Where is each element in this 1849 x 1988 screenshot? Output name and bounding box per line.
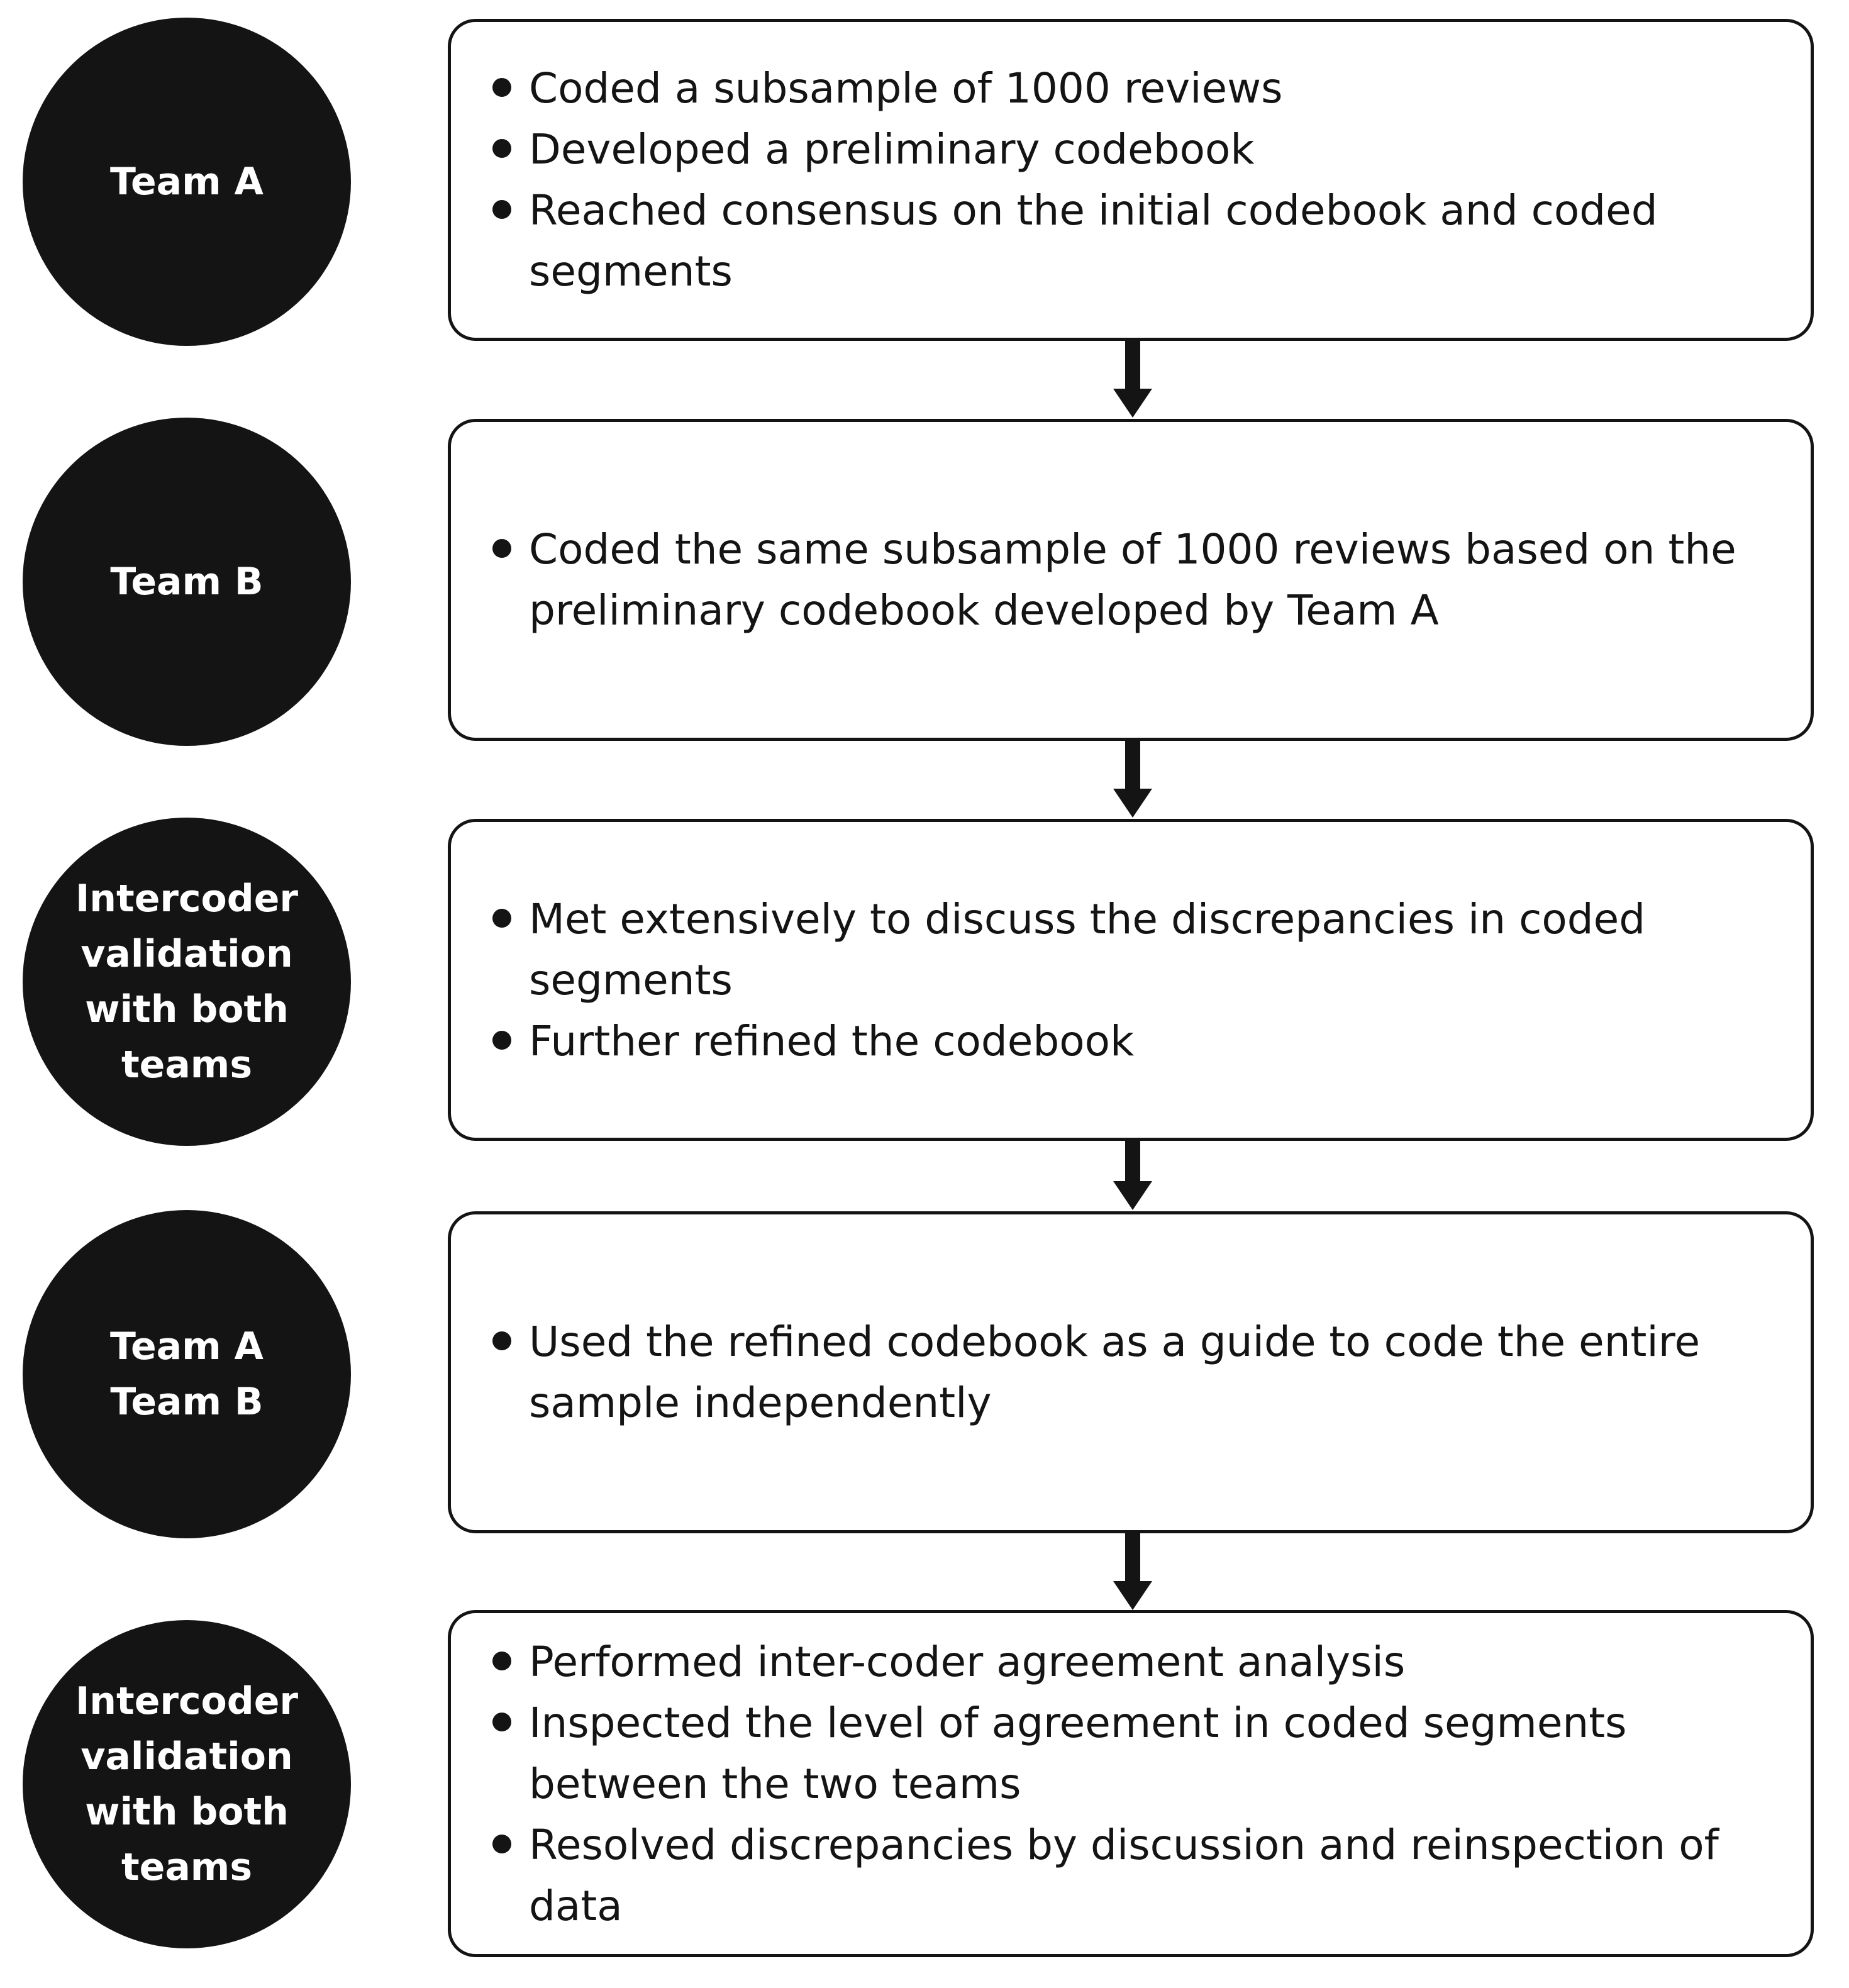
bullet-dot-icon: [492, 1651, 511, 1670]
step-4-team-label-line: Team B: [110, 1380, 264, 1424]
step-3-team-label-line: with both: [85, 987, 289, 1031]
down-arrow-icon: [1113, 1141, 1152, 1210]
step-5-bullet-text: Performed inter-coder agreement analysis: [529, 1637, 1406, 1686]
step-1-bullet: Reached consensus on the initial codeboo…: [492, 180, 1785, 302]
step-3-team-label-line: teams: [121, 1043, 253, 1087]
step-2-bullet: Coded the same subsample of 1000 reviews…: [492, 519, 1785, 641]
down-arrow-icon: [1113, 741, 1152, 818]
step-3-bullet: Met extensively to discuss the discrepan…: [492, 889, 1785, 1011]
step-2-description-box: Coded the same subsample of 1000 reviews…: [448, 419, 1814, 741]
bullet-dot-icon: [492, 1331, 511, 1350]
step-1-bullet: Coded a subsample of 1000 reviews: [492, 58, 1785, 119]
step-1-bullet: Developed a preliminary codebook: [492, 119, 1785, 180]
step-4-bullet-text: Used the refined codebook as a guide to …: [529, 1318, 1701, 1427]
step-5-team-circle: Intercoder validation with both teams: [23, 1620, 351, 1948]
step-3-bullet: Further refined the codebook: [492, 1011, 1785, 1072]
step-4-bullet: Used the refined codebook as a guide to …: [492, 1311, 1785, 1433]
bullet-dot-icon: [492, 200, 511, 219]
step-4-team-circle: Team A Team B: [23, 1210, 351, 1538]
bullet-dot-icon: [492, 78, 511, 97]
step-1-bullet-text: Reached consensus on the initial codeboo…: [529, 186, 1658, 296]
step-5-description-box: Performed inter-coder agreement analysis…: [448, 1610, 1814, 1957]
step-3-bullet-text: Further refined the codebook: [529, 1016, 1135, 1065]
bullet-dot-icon: [492, 1834, 511, 1853]
step-4-description-box: Used the refined codebook as a guide to …: [448, 1211, 1814, 1533]
step-4-team-label-line: Team A: [110, 1324, 264, 1369]
step-5-team-label-line: validation: [81, 1735, 293, 1779]
bullet-dot-icon: [492, 1712, 511, 1731]
step-5-team-label-line: teams: [121, 1845, 253, 1889]
step-1-description-box: Coded a subsample of 1000 reviews Develo…: [448, 19, 1814, 341]
step-5-team-label-line: with both: [85, 1790, 289, 1834]
step-1-team-label-line: Team A: [110, 160, 264, 204]
step-1-bullet-text: Developed a preliminary codebook: [529, 125, 1255, 174]
step-3-team-circle: Intercoder validation with both teams: [23, 818, 351, 1146]
step-3-team-label-line: validation: [81, 932, 293, 976]
step-3-bullet-text: Met extensively to discuss the discrepan…: [529, 894, 1646, 1004]
step-1-team-circle: Team A: [23, 18, 351, 346]
step-2-team-label-line: Team B: [110, 560, 264, 604]
down-arrow-icon: [1113, 1533, 1152, 1610]
bullet-dot-icon: [492, 1030, 511, 1050]
step-5-bullet: Resolved discrepancies by discussion and…: [492, 1814, 1785, 1936]
step-2-bullet-text: Coded the same subsample of 1000 reviews…: [529, 525, 1736, 635]
bullet-dot-icon: [492, 908, 511, 928]
step-5-bullet: Inspected the level of agreement in code…: [492, 1692, 1785, 1814]
step-5-bullet: Performed inter-coder agreement analysis: [492, 1631, 1785, 1692]
down-arrow-icon: [1113, 341, 1152, 418]
bullet-dot-icon: [492, 139, 511, 158]
step-5-bullet-text: Inspected the level of agreement in code…: [529, 1698, 1627, 1808]
step-3-description-box: Met extensively to discuss the discrepan…: [448, 819, 1814, 1141]
step-3-team-label-line: Intercoder: [75, 877, 299, 921]
step-5-bullet-text: Resolved discrepancies by discussion and…: [529, 1820, 1719, 1930]
bullet-dot-icon: [492, 539, 511, 558]
step-2-team-circle: Team B: [23, 418, 351, 746]
step-5-team-label-line: Intercoder: [75, 1679, 299, 1723]
step-1-bullet-text: Coded a subsample of 1000 reviews: [529, 64, 1283, 113]
